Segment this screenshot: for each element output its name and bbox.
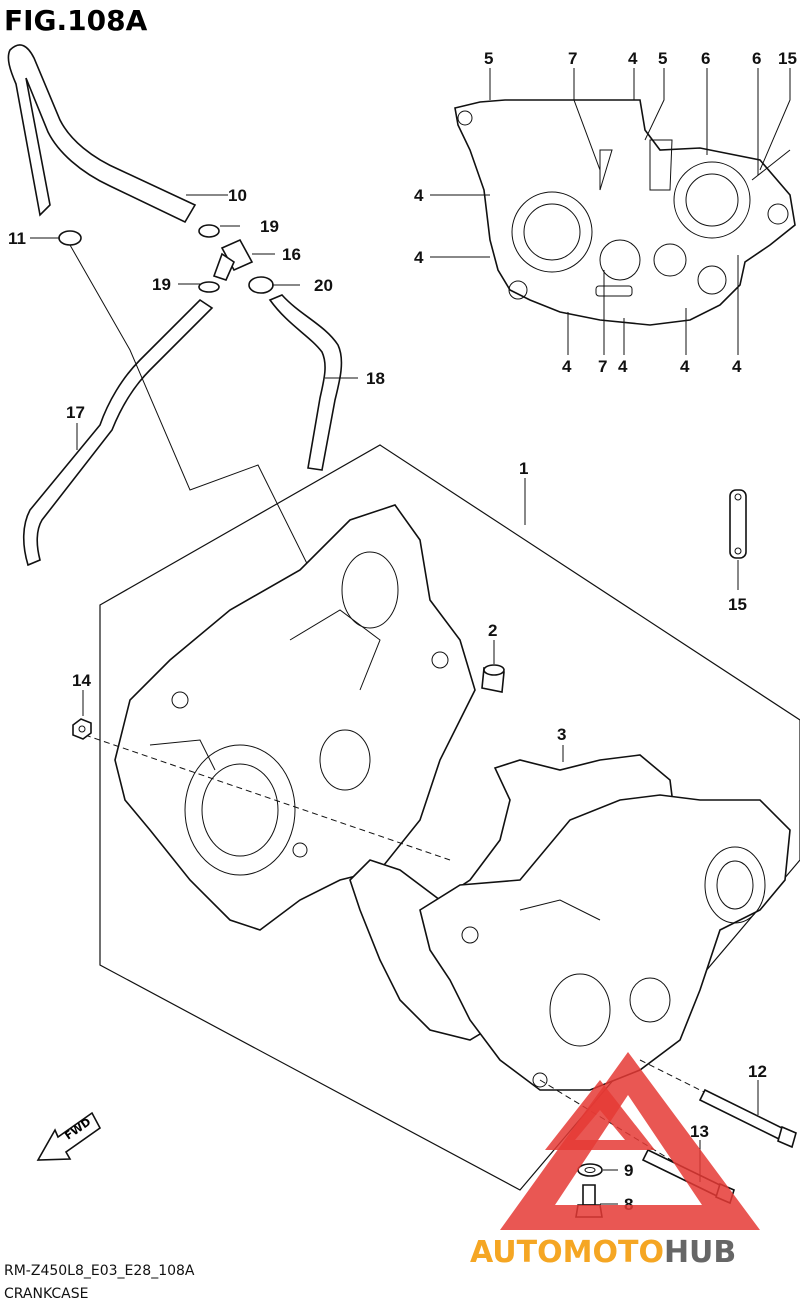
callout-4: 4 (618, 357, 628, 376)
callout-7: 7 (598, 357, 607, 376)
callout-12: 12 (748, 1062, 767, 1081)
breather-hose-10 (7, 44, 197, 224)
washer-9 (577, 1163, 603, 1177)
callout-5: 5 (658, 49, 667, 68)
plate-15 (729, 489, 747, 559)
watermark-text: AUTOMOTOHUB (470, 1235, 736, 1270)
callout-14: 14 (72, 671, 91, 690)
callout-5: 5 (484, 49, 493, 68)
callout-20: 20 (314, 276, 333, 295)
breather-hose-18 (268, 294, 343, 471)
callout-3: 3 (557, 725, 566, 744)
callout-8: 8 (624, 1195, 633, 1214)
callout-6: 6 (752, 49, 761, 68)
callout-19: 19 (152, 275, 171, 294)
figure-title: FIG.108A (4, 4, 148, 37)
callout-4: 4 (414, 248, 424, 267)
callout-4: 4 (562, 357, 572, 376)
callout-10: 10 (228, 186, 247, 205)
callouts: 10 19 11 16 19 20 18 17 1 15 2 14 3 12 1… (8, 49, 797, 1214)
bolt-12 (698, 1088, 797, 1149)
callout-11: 11 (8, 229, 26, 248)
nut-14 (72, 718, 92, 740)
callout-15: 15 (728, 595, 747, 614)
callout-17: 17 (66, 403, 85, 422)
crankcase-left-half (114, 504, 476, 931)
callout-2: 2 (488, 621, 497, 640)
callout-16: 16 (282, 245, 301, 264)
callout-1: 1 (519, 459, 528, 478)
assembly-frame (99, 444, 800, 1191)
callout-6: 6 (701, 49, 710, 68)
callout-4: 4 (414, 186, 424, 205)
footer-section-name: CRANKCASE (4, 1286, 89, 1302)
callout-18: 18 (366, 369, 385, 388)
footer-model-code: RM-Z450L8_E03_E28_108A (4, 1263, 195, 1279)
joint-16 (212, 238, 254, 281)
crankcase-inset-view (454, 99, 796, 326)
callout-4: 4 (680, 357, 690, 376)
callout-13: 13 (690, 1122, 709, 1141)
crankcase-right-half (419, 794, 791, 1091)
callout-15: 15 (778, 49, 797, 68)
callout-4: 4 (628, 49, 638, 68)
clamp-11 (58, 230, 82, 246)
callout-4: 4 (732, 357, 742, 376)
watermark-logo: AUTOMOTOHUB (470, 1052, 760, 1270)
breather-hose-17 (22, 298, 214, 567)
clamp-20 (248, 276, 274, 294)
callout-7: 7 (568, 49, 577, 68)
callout-19: 19 (260, 217, 279, 236)
dowel-pin-2 (481, 664, 505, 693)
callout-9: 9 (624, 1161, 633, 1180)
inset-leaders (430, 68, 791, 355)
clamp-19-lower (198, 281, 220, 293)
fwd-arrow-icon: FWD (36, 1111, 102, 1161)
clamp-19-upper (198, 224, 220, 238)
